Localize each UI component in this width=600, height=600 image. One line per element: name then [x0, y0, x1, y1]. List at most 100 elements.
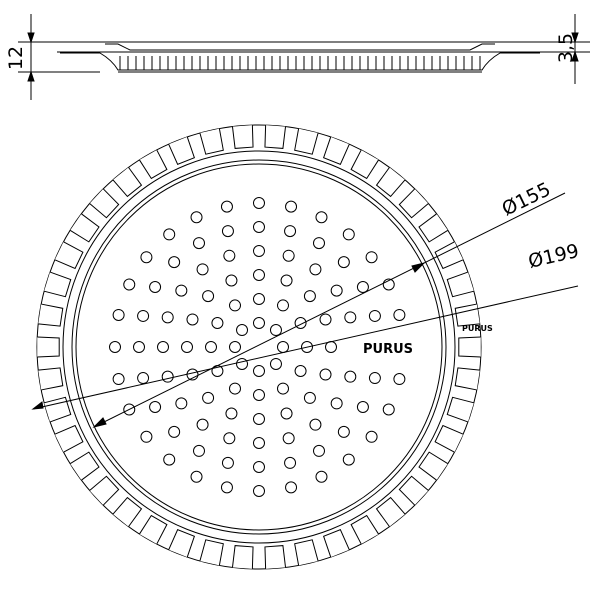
- grate-hole: [253, 413, 265, 425]
- grate-hole: [140, 251, 153, 264]
- rim-slot: [264, 125, 287, 149]
- height-dimension: [18, 14, 100, 100]
- grate-hole: [285, 200, 298, 213]
- side-view-ribs: [119, 56, 481, 70]
- rim-slot: [89, 188, 120, 219]
- grate-hole: [356, 281, 369, 293]
- grate-hole: [269, 324, 282, 337]
- grate-hole: [368, 309, 381, 322]
- grate-hole: [269, 357, 282, 370]
- rim-slot: [168, 529, 196, 558]
- rim-slot: [199, 539, 224, 566]
- grate-hole: [325, 341, 337, 353]
- ring-outer: [62, 150, 456, 544]
- rim-slot: [264, 545, 287, 569]
- grate-hole: [309, 263, 322, 276]
- grate-hole: [157, 341, 169, 353]
- grate-hole: [253, 365, 265, 377]
- rim-slot: [454, 367, 480, 391]
- grate-hole: [161, 370, 174, 383]
- rim-brand-label: PURUS: [462, 324, 493, 333]
- grate-hole: [309, 418, 322, 431]
- grate-hole: [368, 372, 381, 385]
- thickness-dimension-label: 3,5: [555, 33, 577, 63]
- grate-hole: [112, 308, 125, 321]
- rim-slot: [375, 167, 406, 198]
- grate-hole: [337, 425, 350, 438]
- grate-hole: [109, 341, 121, 353]
- top-view: [36, 124, 482, 570]
- rim-slot: [454, 303, 480, 327]
- grate-hole: [229, 341, 241, 353]
- grate-hole: [221, 456, 234, 469]
- rim-slot: [199, 128, 224, 155]
- rim-slot: [350, 514, 379, 545]
- grate-hole: [253, 245, 265, 257]
- grate-hole: [277, 299, 289, 312]
- grate-hole: [365, 251, 378, 264]
- ring-middle: [71, 159, 447, 535]
- grate-hole: [202, 391, 215, 404]
- grate-hole: [229, 382, 241, 395]
- grate-hole: [253, 269, 265, 281]
- grate-hole: [282, 432, 295, 445]
- grate-hole: [393, 373, 406, 386]
- grate-hole: [284, 225, 297, 238]
- rim-slot: [398, 475, 429, 506]
- rim-slot: [434, 241, 464, 270]
- grate-hole: [303, 290, 316, 303]
- grate-hole: [223, 432, 236, 445]
- grate-hole: [202, 290, 215, 303]
- grate-hole: [393, 308, 406, 321]
- rim-slot: [69, 213, 100, 243]
- grate-hole: [342, 453, 355, 466]
- rim-slot: [44, 396, 72, 423]
- grate-hole: [284, 456, 297, 469]
- grate-hole: [137, 309, 150, 322]
- grate-hole: [315, 470, 328, 483]
- grate-hole: [303, 391, 316, 404]
- rim-slot: [446, 271, 474, 298]
- grate-hole: [211, 317, 224, 329]
- rim-outer-edge: [36, 124, 482, 570]
- grate-hole: [223, 249, 236, 262]
- rim-slot: [89, 475, 120, 506]
- rim-slot: [398, 188, 429, 219]
- grate-hole: [253, 461, 265, 473]
- outer-diameter-label: Ø199: [526, 240, 581, 273]
- grate-hole: [149, 281, 162, 293]
- grate-hole: [356, 401, 369, 413]
- grate-hole: [168, 425, 181, 438]
- grate-edge: [75, 163, 443, 531]
- grate-hole: [365, 430, 378, 443]
- grate-hole: [253, 293, 265, 305]
- rim-slot: [418, 213, 449, 243]
- rim-slot: [375, 496, 406, 527]
- grate-hole: [221, 225, 234, 238]
- grate-hole: [236, 357, 249, 370]
- rim-slot: [54, 424, 84, 453]
- grate-hole: [163, 453, 176, 466]
- grate-hole: [330, 284, 343, 297]
- grate-hole: [282, 249, 295, 262]
- grate-hole: [342, 228, 355, 241]
- grate-hole: [181, 341, 193, 353]
- grate-hole: [112, 373, 125, 386]
- rim-slots: [37, 125, 481, 569]
- rim-slot: [37, 336, 60, 358]
- diameter-dimensions: [31, 192, 579, 428]
- grate-hole: [220, 481, 233, 494]
- grate-hole: [225, 407, 238, 420]
- height-dimension-label: 12: [5, 46, 27, 70]
- grate-hole: [277, 341, 289, 353]
- grate-hole: [313, 444, 325, 457]
- grate-hole: [161, 311, 174, 324]
- rim-slot: [38, 303, 64, 327]
- grate-hole: [344, 311, 357, 324]
- rim-slot: [112, 496, 143, 527]
- grate-hole: [382, 403, 395, 416]
- grate-hole: [193, 237, 205, 250]
- rim-slot: [54, 241, 84, 270]
- grate-hole: [330, 397, 343, 410]
